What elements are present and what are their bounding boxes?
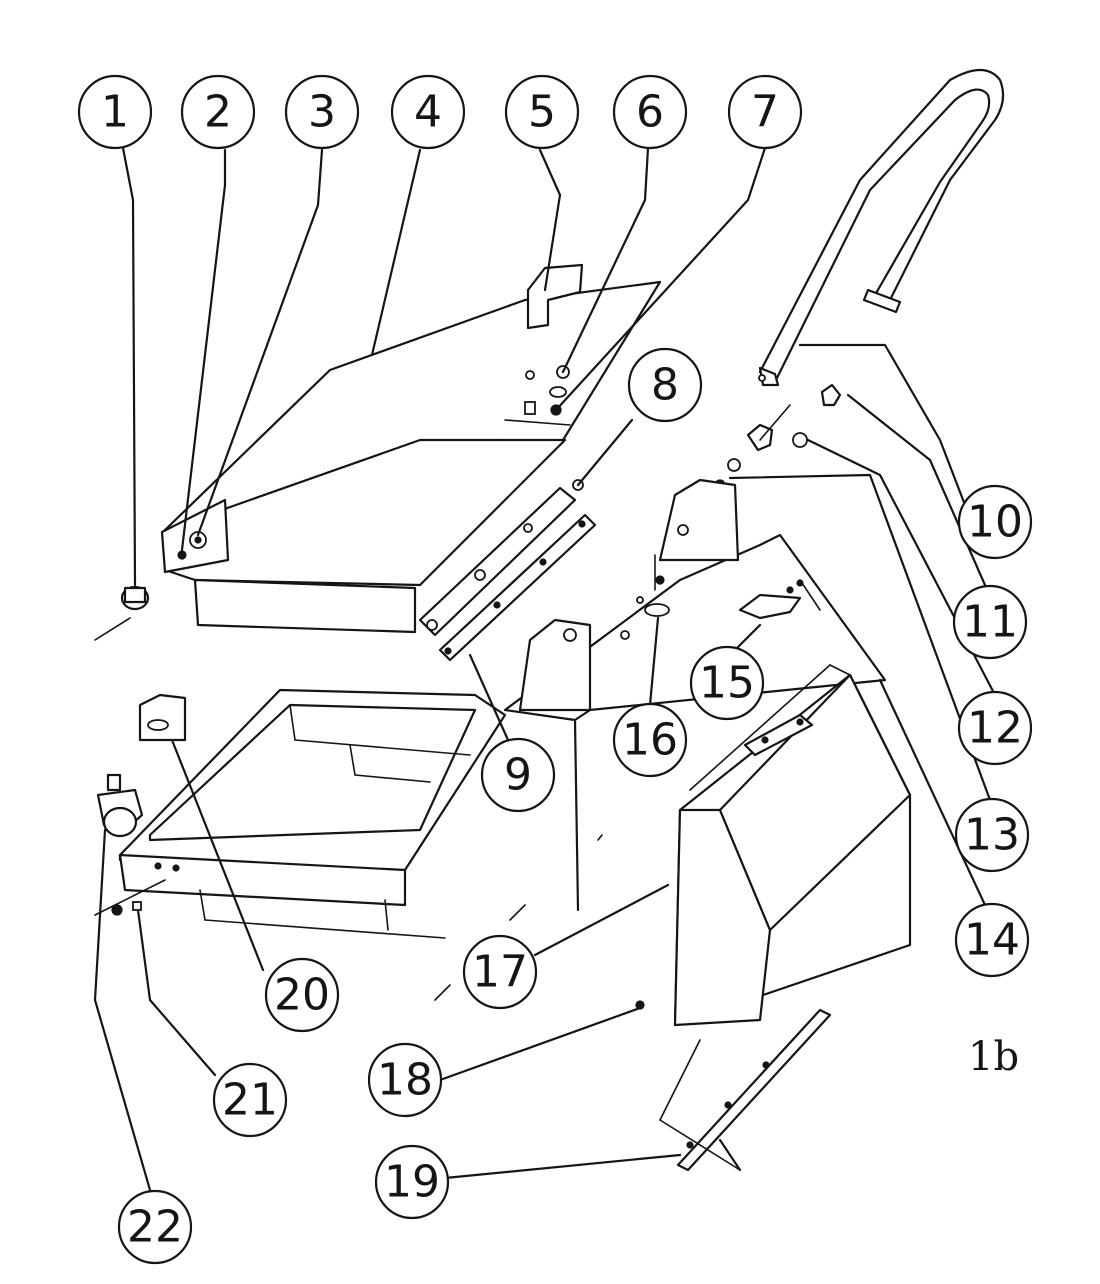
svg-text:12: 12 [967, 703, 1023, 754]
callout-20: 20 [264, 957, 340, 1033]
callout-21: 21 [212, 1062, 288, 1138]
svg-text:1: 1 [101, 87, 129, 138]
handle-frame [758, 68, 1005, 387]
callout-19: 19 [374, 1144, 450, 1220]
callout-2: 2 [180, 74, 256, 150]
callout-3: 3 [284, 74, 360, 150]
svg-text:8: 8 [651, 360, 679, 411]
callout-6: 6 [612, 74, 688, 150]
callout-15: 15 [689, 645, 765, 721]
knob-part [120, 585, 150, 611]
small-bracket [738, 579, 821, 620]
svg-text:21: 21 [222, 1075, 278, 1126]
callout-22: 22 [117, 1189, 193, 1265]
svg-text:22: 22 [127, 1202, 183, 1253]
callout-7: 7 [727, 74, 803, 150]
bottom-strip [635, 1000, 832, 1172]
svg-text:14: 14 [964, 915, 1020, 966]
callout-1: 1 [77, 74, 153, 150]
svg-text:9: 9 [504, 750, 532, 801]
svg-text:11: 11 [962, 597, 1018, 648]
svg-text:3: 3 [308, 87, 336, 138]
callout-18: 18 [367, 1042, 443, 1118]
callout-16: 16 [612, 702, 688, 778]
callout-5: 5 [504, 74, 580, 150]
svg-text:19: 19 [384, 1157, 440, 1208]
svg-text:2: 2 [204, 87, 232, 138]
clip-part [138, 693, 187, 742]
svg-text:16: 16 [622, 715, 678, 766]
svg-text:4: 4 [414, 87, 442, 138]
svg-text:6: 6 [636, 87, 664, 138]
caster-wheel [96, 773, 144, 838]
middle-frame [503, 478, 887, 912]
screws-part [94, 879, 166, 916]
svg-text:18: 18 [377, 1055, 433, 1106]
svg-text:15: 15 [699, 658, 755, 709]
svg-text:7: 7 [751, 87, 779, 138]
callout-14: 14 [954, 902, 1030, 978]
callout-10: 10 [957, 484, 1033, 560]
callout-8: 8 [627, 347, 703, 423]
fastener-hardware [714, 383, 842, 491]
page-mark: 1b [968, 1034, 1019, 1080]
lower-tray [118, 688, 507, 939]
bracket-strips [418, 479, 597, 662]
callout-4: 4 [390, 74, 466, 150]
svg-text:10: 10 [967, 497, 1023, 548]
callout-13: 13 [954, 797, 1030, 873]
svg-text:20: 20 [274, 970, 330, 1021]
construction-marks [94, 617, 603, 1001]
callout-9: 9 [480, 737, 556, 813]
callout-17: 17 [462, 934, 538, 1010]
callout-12: 12 [957, 690, 1033, 766]
svg-text:13: 13 [964, 810, 1020, 861]
side-panel-box [673, 664, 912, 1027]
callout-11: 11 [952, 584, 1028, 660]
svg-text:5: 5 [528, 87, 556, 138]
svg-text:17: 17 [472, 947, 528, 998]
upper-housing-lid [160, 263, 662, 634]
